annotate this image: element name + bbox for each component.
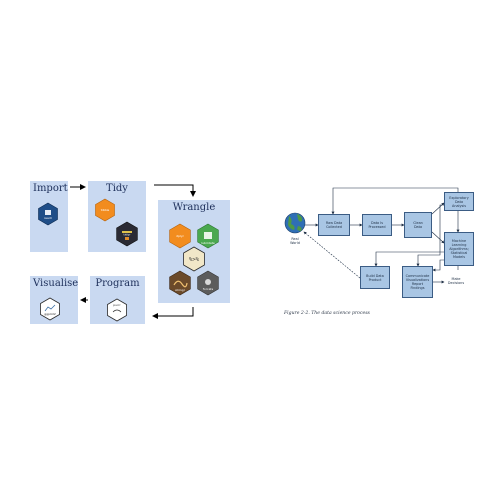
tidy-title: Tidy xyxy=(106,183,128,194)
svg-text:dplyr: dplyr xyxy=(176,234,184,238)
arrow-tidy-to-wrangle xyxy=(154,184,196,197)
dplyr-hex-icon: dplyr xyxy=(169,223,191,249)
forcats-hex-icon: forcats xyxy=(197,270,219,296)
purrr-hex-icon: purrr xyxy=(107,298,127,322)
raw-data-box: Raw Data Collected xyxy=(318,214,350,236)
ggplot2-hex-icon: ggplot2 xyxy=(40,297,60,321)
clean-data-box: Clean Data xyxy=(404,212,432,238)
svg-text:ggplot2: ggplot2 xyxy=(44,312,56,316)
svg-text:lubridate: lubridate xyxy=(201,241,215,245)
readr-hex-icon: readr xyxy=(38,202,58,226)
make-decisions-label: Make Decisions xyxy=(447,277,465,285)
figure-caption: Figure 2-2. The data science process xyxy=(284,311,370,316)
build-data-product-box: Build Data Product xyxy=(360,266,390,289)
communicate-box: Communicate Visualizations Report Findin… xyxy=(402,266,433,298)
svg-text:tibble: tibble xyxy=(101,208,110,212)
real-world-label: Real World xyxy=(290,237,300,245)
program-title: Program xyxy=(95,278,140,289)
pipe-hex-icon: %>% xyxy=(183,246,205,272)
visualise-title: Visualise xyxy=(33,278,79,289)
stringr-hex-icon: stringr xyxy=(169,270,191,296)
svg-text:%>%: %>% xyxy=(189,257,200,263)
svg-text:stringr: stringr xyxy=(175,288,186,292)
ml-box: Machine Learning Algorithms; Statistical… xyxy=(444,232,474,266)
arrow-wrangle-to-program xyxy=(152,307,194,319)
svg-text:forcats: forcats xyxy=(203,287,214,291)
svg-text:purrr: purrr xyxy=(113,303,121,307)
svg-text:readr: readr xyxy=(44,216,53,220)
data-processed-box: Data Is Processed xyxy=(362,214,392,236)
eda-box: Exploratory Data Analysis xyxy=(444,192,474,211)
globe-icon xyxy=(284,212,306,234)
wrangle-title: Wrangle xyxy=(172,202,216,213)
svg-text:tidyr: tidyr xyxy=(124,233,132,237)
tidyr-hex-icon: tidyr xyxy=(116,221,138,247)
tibble-hex-icon: tibble xyxy=(95,198,115,222)
lubridate-hex-icon: lubridate xyxy=(197,223,219,249)
import-title: Import xyxy=(33,183,68,194)
